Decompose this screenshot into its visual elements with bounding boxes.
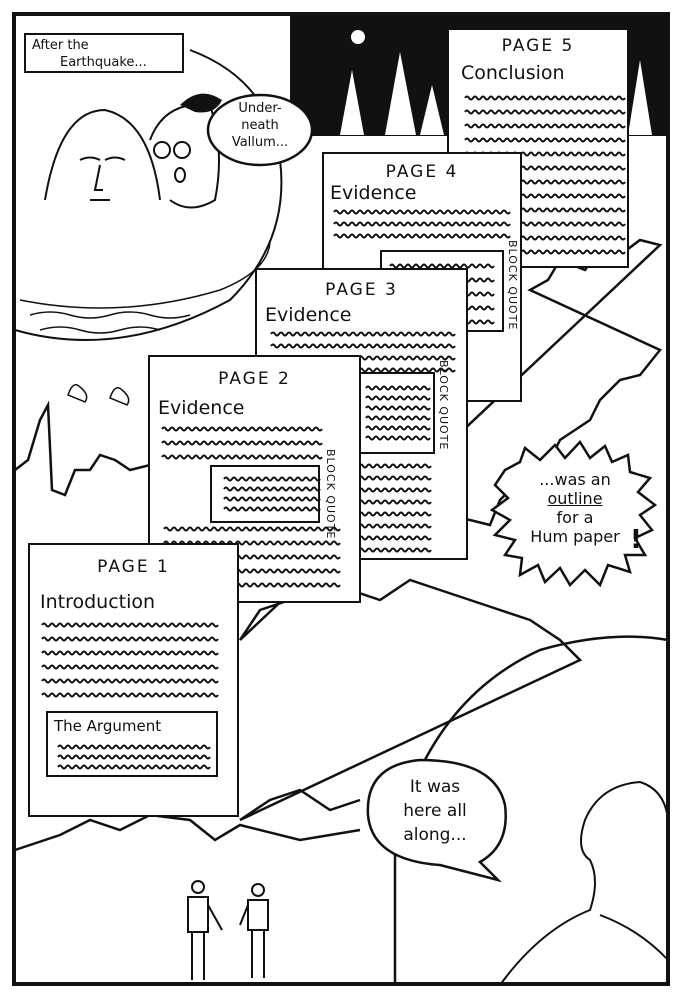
quote-lines	[365, 385, 431, 441]
comic-panel-border	[12, 12, 670, 986]
exclamation-mark: !	[630, 525, 642, 555]
hair-bun	[180, 93, 222, 113]
quote-lines	[223, 476, 321, 512]
character-woman-bottom	[499, 780, 669, 986]
scribble-line	[365, 385, 431, 391]
text-lines	[161, 426, 323, 460]
block-quote-label: BLOCK QUOTE	[324, 449, 337, 540]
argument-lines	[57, 744, 211, 770]
argument-box: The Argument	[46, 711, 218, 777]
burst-line: for a	[556, 508, 594, 527]
speech-line: along...	[403, 825, 467, 845]
pine-trees	[340, 52, 652, 135]
scribble-line	[365, 405, 431, 411]
scribble-line	[41, 678, 219, 684]
scribble-line	[365, 425, 431, 431]
scribble-line	[41, 636, 219, 642]
scribble-line	[223, 496, 321, 502]
scribble-line	[365, 415, 431, 421]
scribble-line	[464, 109, 626, 115]
city-skyline	[14, 238, 663, 822]
block-quote-label: BLOCK QUOTE	[437, 360, 450, 451]
page-heading: Evidence	[330, 182, 417, 204]
scribble-line	[41, 650, 219, 656]
caption-line: Earthquake...	[60, 55, 147, 70]
speech-text-bottom: It was here all along...	[370, 775, 500, 847]
scribble-line	[57, 764, 211, 770]
character-woman	[44, 108, 161, 201]
page-title: PAGE 5	[501, 36, 575, 56]
speech-line: It was	[409, 777, 461, 797]
scribble-line	[365, 435, 431, 441]
scribble-line	[41, 622, 219, 628]
page-title: PAGE 1	[97, 557, 170, 577]
block-quote-label: BLOCK QUOTE	[506, 240, 519, 331]
burst-line: Hum paper	[530, 527, 620, 546]
scribble-line	[270, 343, 456, 349]
burst-text: ...was an outline for a Hum paper	[505, 470, 645, 546]
burst-line-emphasis: outline	[547, 489, 603, 508]
speech-text-top: Under- neath Vallum...	[212, 100, 308, 151]
scribble-line	[464, 137, 626, 143]
page-title: PAGE 4	[385, 162, 459, 182]
scribble-line	[57, 744, 211, 750]
scribble-line	[57, 754, 211, 760]
scribble-line	[161, 454, 323, 460]
block-quote-box	[353, 372, 435, 454]
page-2: PAGE 2 Evidence BLOCK QUOTE	[148, 355, 361, 603]
page-1: PAGE 1 Introduction The Argument	[28, 543, 239, 817]
page-heading: Conclusion	[461, 62, 565, 84]
skyline-bottom	[14, 813, 361, 852]
text-lines	[333, 209, 511, 239]
page-heading: Introduction	[40, 591, 156, 613]
burst-line: ...was an	[539, 470, 611, 489]
page-title: PAGE 3	[325, 280, 398, 300]
caption-line: After the	[32, 38, 89, 53]
scribble-line	[223, 506, 321, 512]
caption-box: After the Earthquake...	[24, 33, 184, 73]
page-title: PAGE 2	[218, 369, 291, 389]
speech-bubble-bottom	[366, 758, 507, 883]
scribble-line	[333, 209, 511, 215]
ducks	[67, 384, 130, 406]
scribble-line	[163, 526, 341, 532]
scribble-line	[464, 123, 626, 129]
argument-label: The Argument	[54, 717, 162, 735]
scribble-line	[464, 95, 626, 101]
scribble-line	[41, 664, 219, 670]
scribble-line	[333, 233, 511, 239]
scribble-line	[333, 221, 511, 227]
page-heading: Evidence	[265, 304, 352, 326]
text-lines	[41, 622, 219, 698]
exclamation-burst	[489, 439, 658, 588]
scribble-line	[389, 263, 495, 269]
page-heading: Evidence	[158, 397, 245, 419]
scribble-line	[41, 692, 219, 698]
block-quote-box	[210, 465, 321, 523]
speech-bubble-top	[206, 93, 314, 167]
scribble-line	[161, 440, 323, 446]
scribble-line	[161, 426, 323, 432]
speech-line: Under-	[238, 101, 282, 116]
figure-left	[187, 880, 223, 980]
pond	[19, 239, 271, 334]
moon-icon	[351, 30, 365, 44]
scribble-line	[270, 331, 456, 337]
scribble-line	[223, 486, 321, 492]
scribble-line	[223, 476, 321, 482]
scribble-line	[365, 395, 431, 401]
speech-line: neath	[241, 118, 279, 133]
speech-line: Vallum...	[231, 135, 289, 150]
figure-right	[239, 883, 269, 978]
speech-line: here all	[403, 801, 467, 821]
